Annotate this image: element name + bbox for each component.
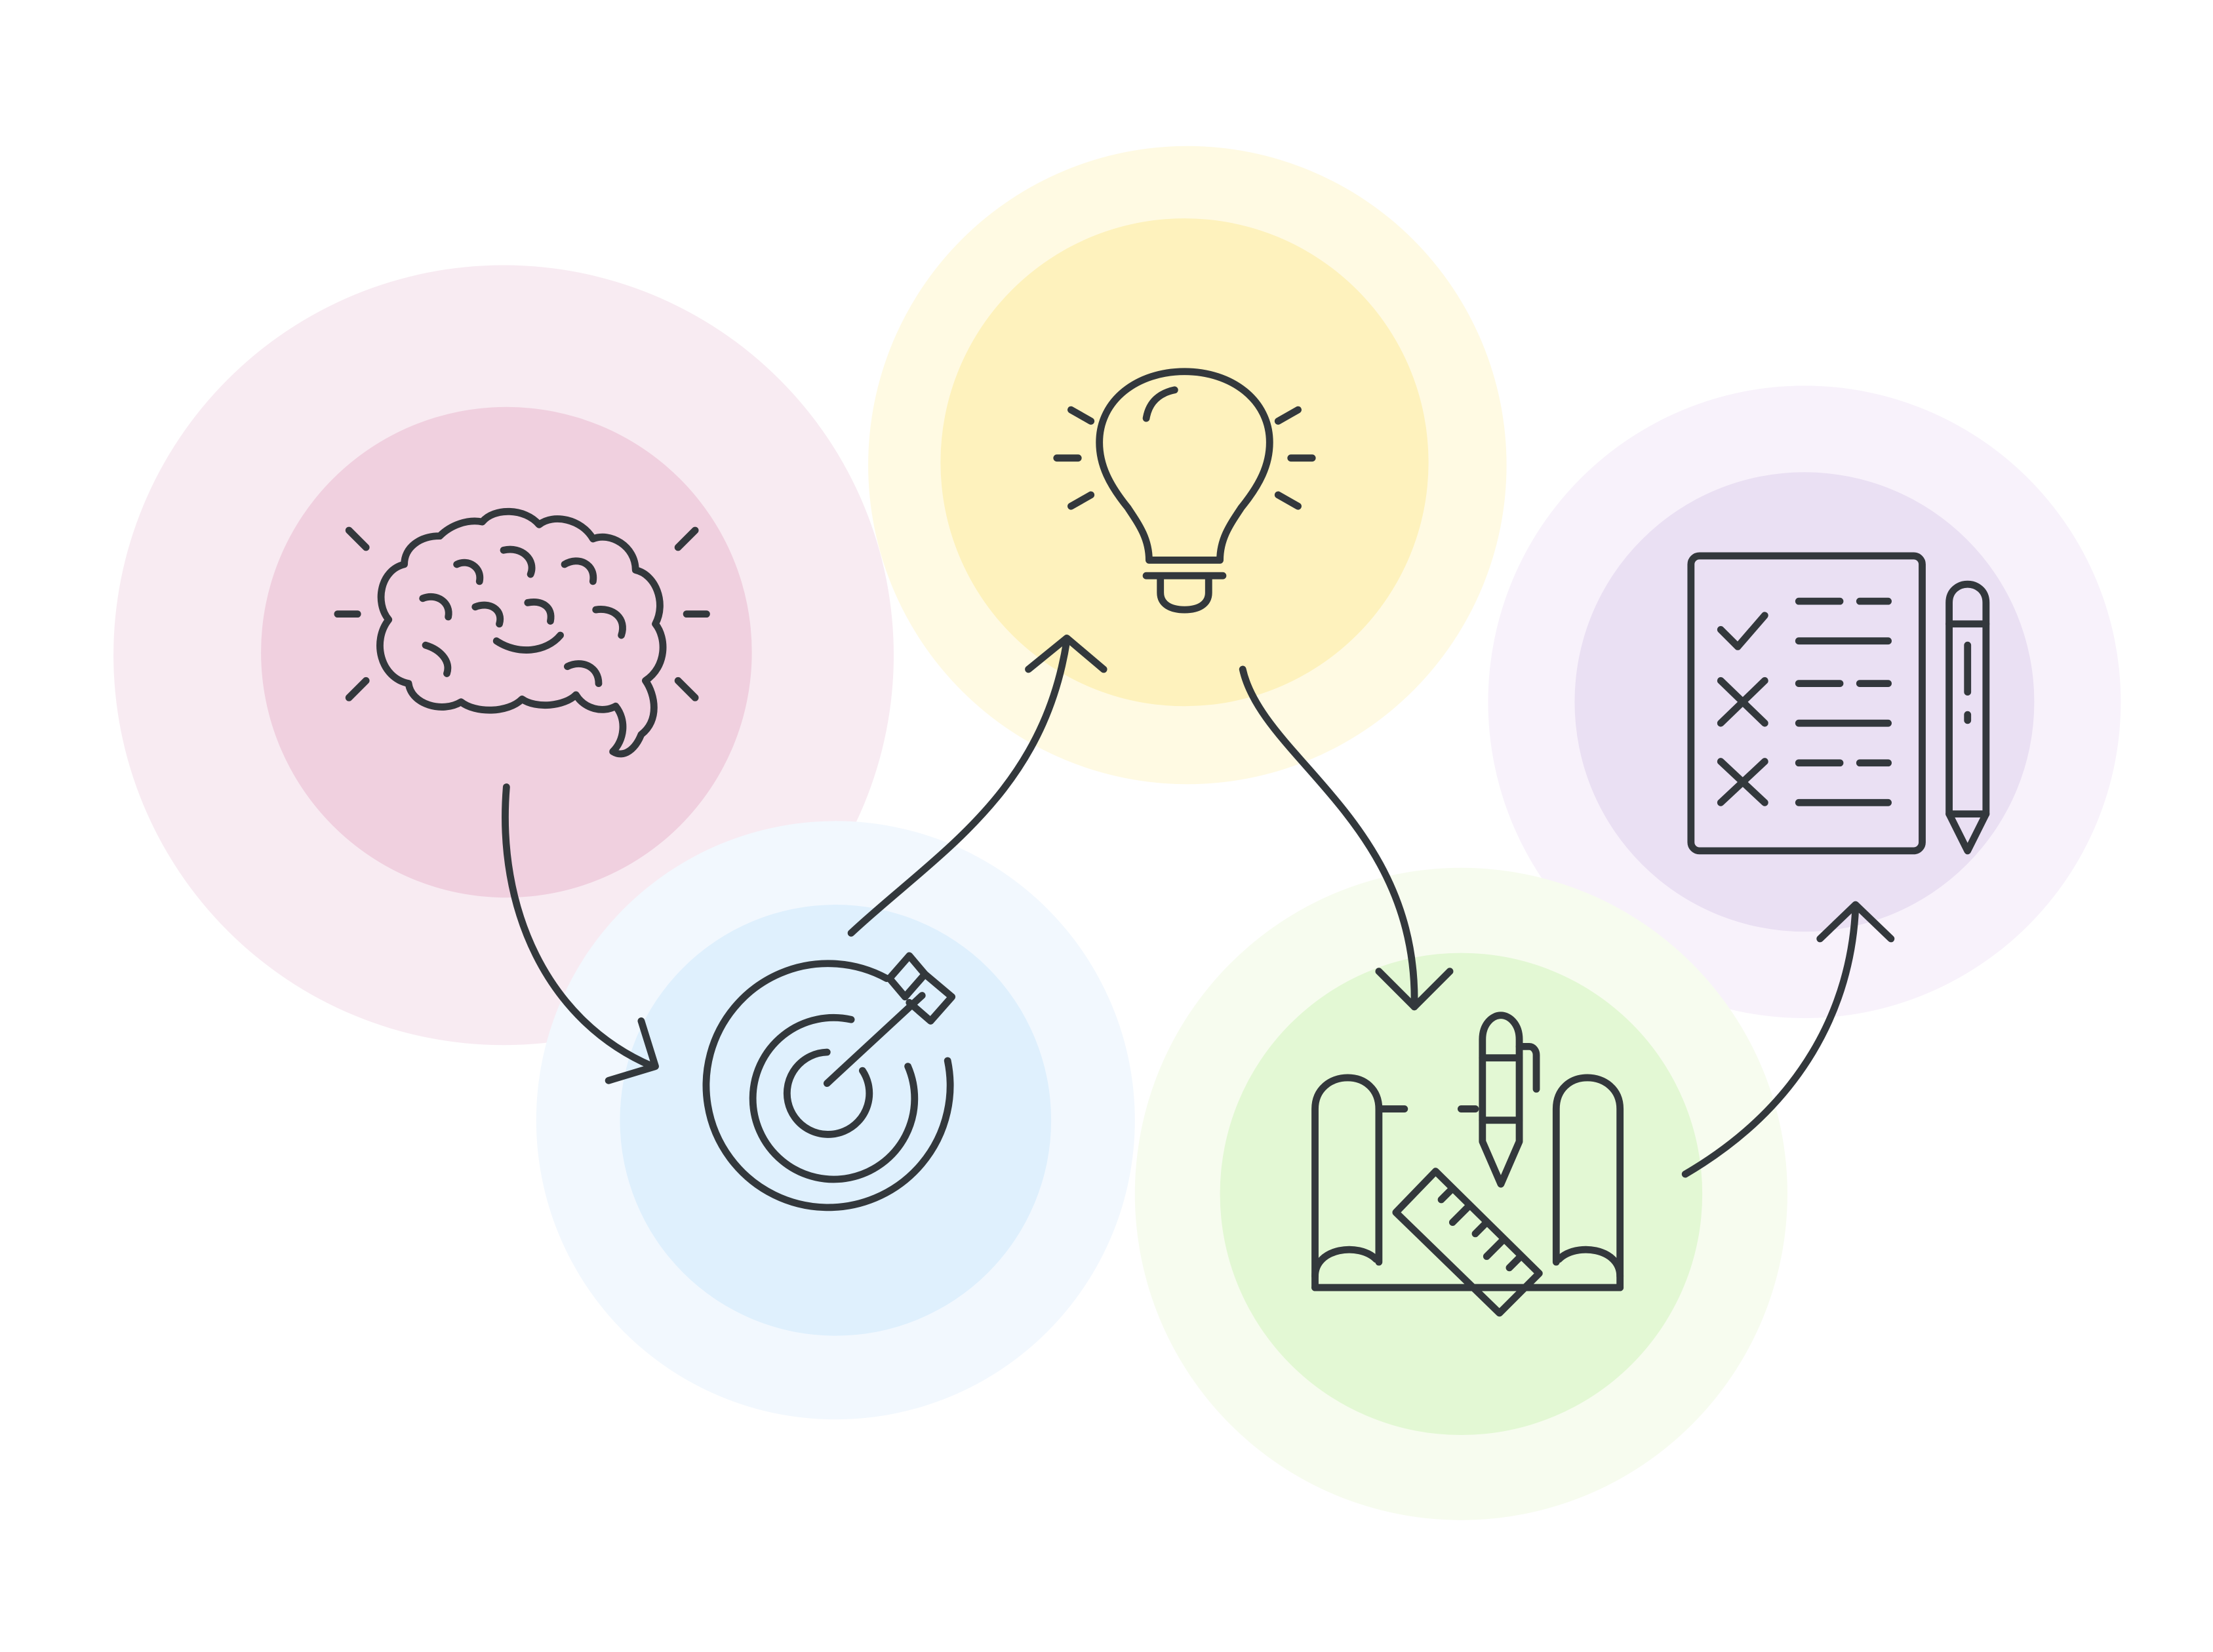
brain-icon [334, 507, 710, 758]
step-brainstorm [113, 265, 894, 1046]
step-idea-inner-circle [940, 218, 1429, 707]
arrow-idea-to-plan [1239, 665, 1454, 1011]
arrow-plan-to-checklist [1681, 901, 1895, 1178]
step-checklist-inner-circle [1574, 472, 2035, 932]
step-brainstorm-inner-circle [261, 406, 752, 898]
target-icon [702, 952, 956, 1211]
arrow-target-to-idea [847, 634, 1107, 937]
blueprint-icon [1311, 1012, 1624, 1317]
step-idea [868, 146, 1507, 785]
step-target-inner-circle [620, 905, 1052, 1336]
arrow-brainstorm-to-target [502, 783, 659, 1084]
checklist-icon [1687, 552, 1990, 855]
lightbulb-icon [1053, 368, 1316, 614]
step-target [536, 821, 1135, 1420]
